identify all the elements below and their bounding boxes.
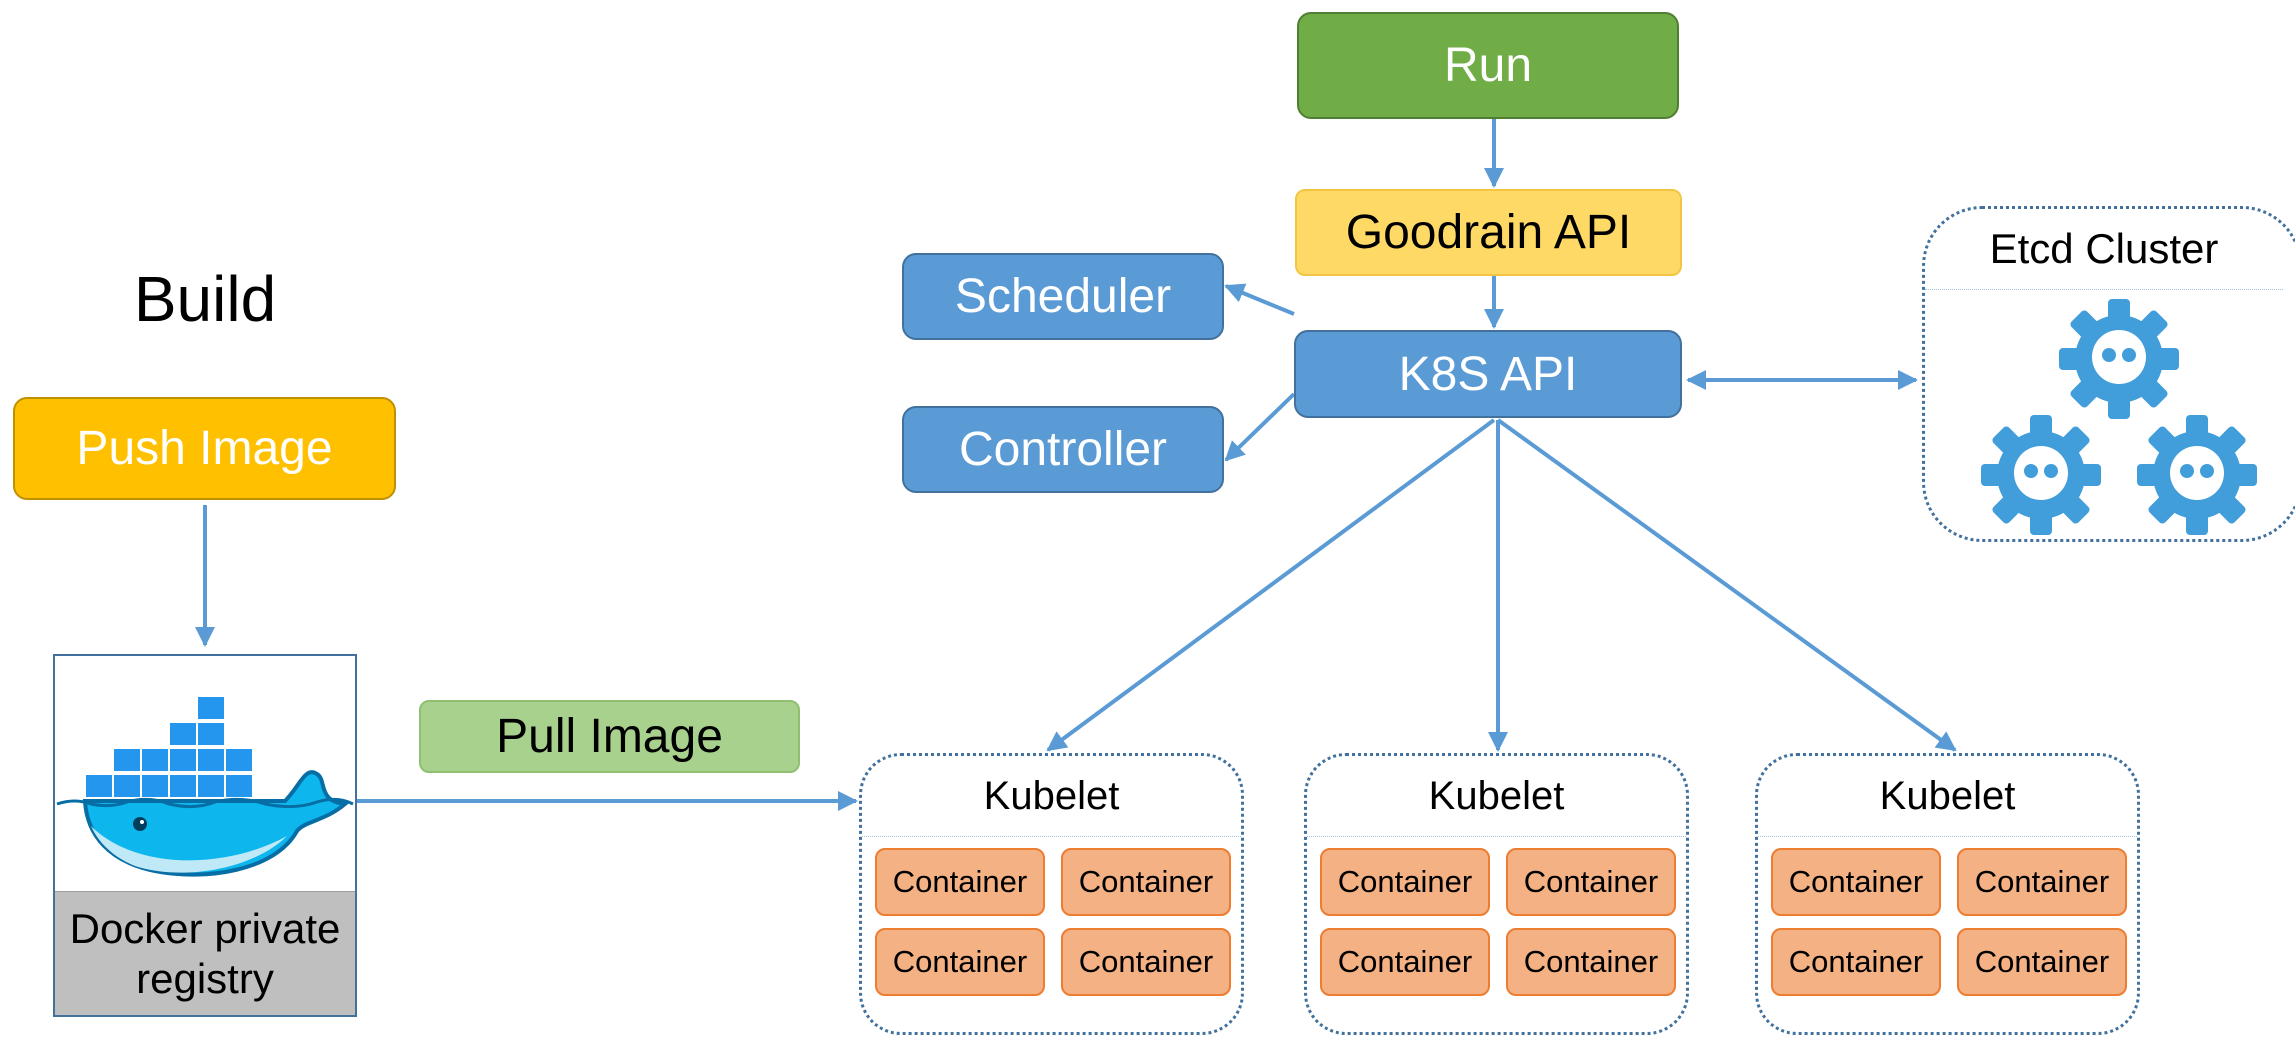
docker-registry: Docker private registry: [53, 654, 357, 1017]
build-title: Build: [133, 263, 277, 335]
container-box: Container: [1506, 928, 1676, 996]
container-box: Container: [1320, 848, 1490, 916]
etcd-cluster-title: Etcd Cluster: [1925, 209, 2283, 290]
container-box: Container: [1061, 928, 1231, 996]
run-box: Run: [1297, 12, 1679, 119]
etcd-cluster: Etcd Cluster: [1922, 206, 2295, 542]
registry-label: Docker private registry: [55, 891, 355, 1015]
container-box: Container: [1320, 928, 1490, 996]
etcd-gear-icons: [1981, 299, 2257, 535]
container-box: Container: [1957, 848, 2127, 916]
kubelet-node: Kubelet Container Container Container Co…: [859, 753, 1244, 1035]
kubelet-title: Kubelet: [862, 756, 1241, 837]
kubelet-node: Kubelet Container Container Container Co…: [1304, 753, 1689, 1035]
kubelet-title: Kubelet: [1307, 756, 1686, 837]
docker-whale-icon: [55, 656, 355, 892]
etcd-gear-icon: [1981, 415, 2101, 535]
pull-image-box: Pull Image: [419, 700, 800, 773]
container-box: Container: [1957, 928, 2127, 996]
k8s-api-box: K8S API: [1294, 330, 1682, 418]
arrow-k8s-to-kubelet-1: [1046, 418, 1496, 752]
container-box: Container: [1506, 848, 1676, 916]
arrow-k8s-to-controller: [1224, 392, 1296, 462]
container-box: Container: [1771, 928, 1941, 996]
scheduler-box: Scheduler: [902, 253, 1224, 340]
goodrain-api-box: Goodrain API: [1295, 189, 1682, 276]
container-box: Container: [875, 928, 1045, 996]
etcd-gear-icon: [2059, 299, 2179, 419]
push-image-box: Push Image: [13, 397, 396, 500]
controller-box: Controller: [902, 406, 1224, 493]
container-box: Container: [1771, 848, 1941, 916]
container-box: Container: [875, 848, 1045, 916]
container-box: Container: [1061, 848, 1231, 916]
etcd-gear-icon: [2137, 415, 2257, 535]
kubelet-node: Kubelet Container Container Container Co…: [1755, 753, 2140, 1035]
kubelet-title: Kubelet: [1758, 756, 2137, 837]
arrow-k8s-to-kubelet-3: [1496, 418, 1957, 752]
arrow-k8s-to-scheduler: [1224, 283, 1295, 316]
